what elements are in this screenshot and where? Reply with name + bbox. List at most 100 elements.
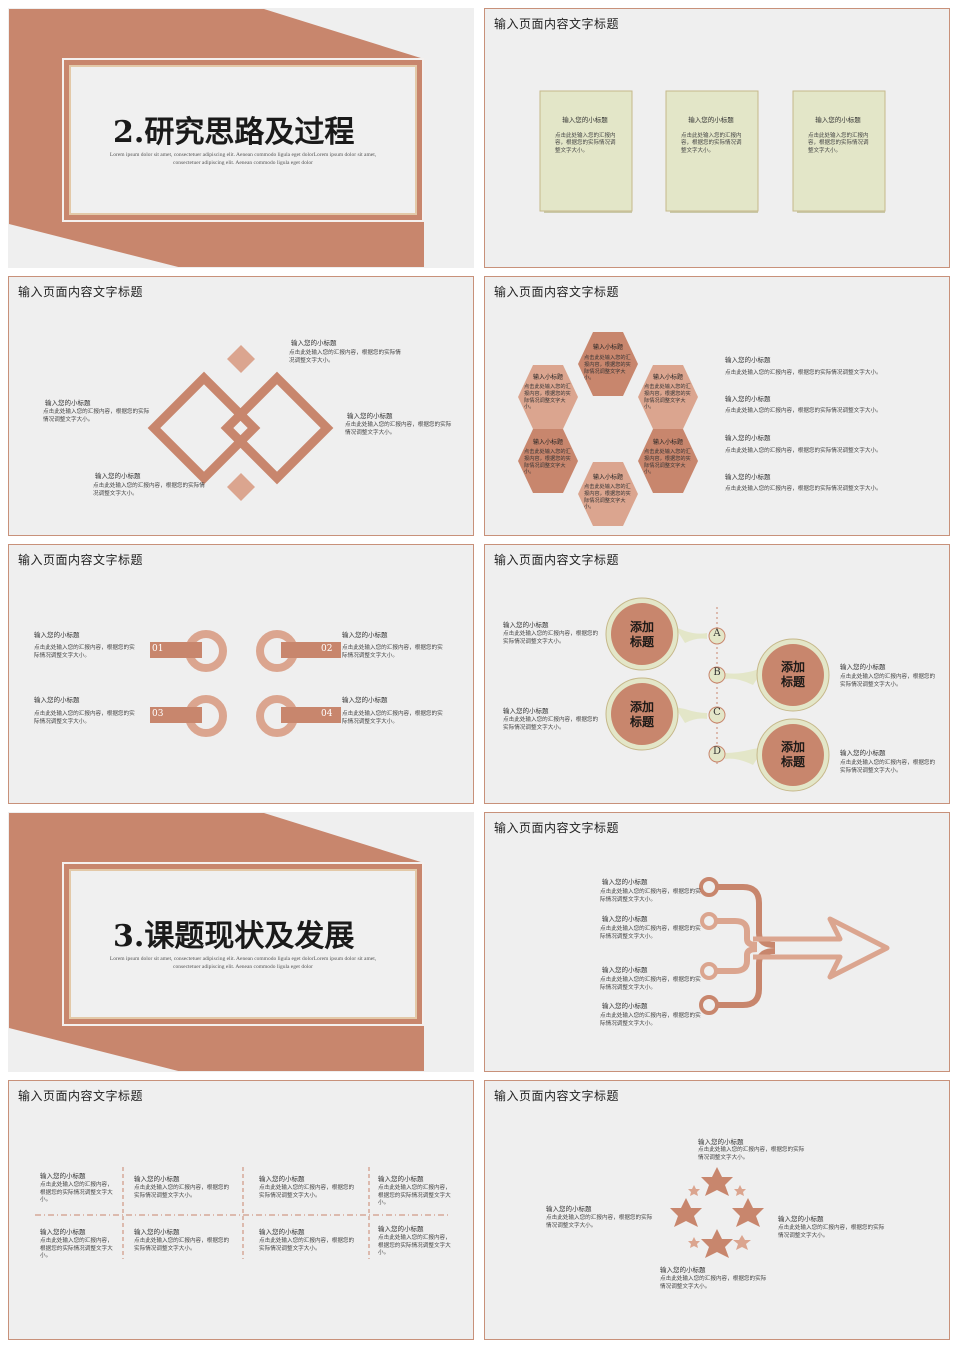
section-title-card — [69, 65, 417, 215]
arrow-sub-4: 输入您的小标题 — [602, 1002, 648, 1010]
card-3-body: 点击此处输入您的汇报内容，根据您的实际情况调整文字大小。 — [808, 133, 869, 154]
hex-list-body-1: 点击此处输入您的汇报内容，根据您的实际情况调整文字大小。 — [725, 370, 882, 376]
letter-body-3: 点击此处输入您的汇报内容，根据您的实际情况调整文字大小。 — [840, 674, 936, 688]
grid-body-2: 点击此处输入您的汇报内容，根据您的实际情况调整文字大小。 — [134, 1185, 230, 1199]
circle-c-label-2: 标题 — [629, 715, 654, 729]
star-body-bottom: 点击此处输入您的汇报内容，根据您的实际情况调整文字大小。 — [660, 1276, 767, 1290]
slide-section-3: 3.课题现状及发展 Lorem ipsum dolor sit amet, co… — [8, 812, 474, 1072]
grid-lines — [35, 1167, 449, 1259]
hex-list-body-4: 点击此处输入您的汇报内容，根据您的实际情况调整文字大小。 — [725, 486, 882, 492]
star-body-left: 点击此处输入您的汇报内容，根据您的实际情况调整文字大小。 — [546, 1215, 653, 1229]
diamond-body-1: 点击此处输入您的汇报内容，根据您的实际情况调整文字大小。 — [289, 350, 401, 364]
slide-diamonds: 输入页面内容文字标题 输入您的小标题 点击此处输入您的汇报内容，根据您的实际情况… — [8, 276, 474, 536]
star-sub-top: 输入您的小标题 — [698, 1138, 744, 1146]
diamond-body-2: 点击此处输入您的汇报内容，根据您的实际情况调整文字大小。 — [43, 409, 150, 423]
grid-sub-1: 输入您的小标题 — [40, 1172, 86, 1180]
ring-body-4: 点击此处输入您的汇报内容，根据您的实际情况调整文字大小。 — [342, 711, 443, 725]
circle-b-label-2: 标题 — [780, 675, 805, 689]
hex-list-sub-2: 输入您的小标题 — [725, 395, 771, 403]
letter-sub-4: 输入您的小标题 — [840, 749, 886, 757]
card-1-body: 点击此处输入您的汇报内容，根据您的实际情况调整文字大小。 — [555, 133, 616, 154]
card-3-title: 输入您的小标题 — [815, 116, 861, 124]
arrow-body-4: 点击此处输入您的汇报内容，根据您的实际情况调整文字大小。 — [600, 1013, 701, 1027]
slide-arrow: 输入页面内容文字标题 输入您的小标题 点击此处输入您的汇报内容，根据您的实际情况… — [484, 812, 950, 1072]
section-title: 3.课题现状及发展 — [113, 919, 355, 954]
tab-number-3: 03 — [152, 709, 164, 719]
grid-body-7: 点击此处输入您的汇报内容，根据您的实际情况调整文字大小。 — [259, 1238, 355, 1252]
arrow-sub-2: 输入您的小标题 — [602, 915, 648, 923]
slide-hexagons: 输入页面内容文字标题 输入小标题 点击此处输入您的汇报内容，根据您的实际情况调整… — [484, 276, 950, 536]
diamond-shapes — [147, 345, 334, 501]
grid-sub-5: 输入您的小标题 — [40, 1228, 86, 1236]
slide-title: 输入页面内容文字标题 — [494, 17, 620, 31]
hex-list-body-2: 点击此处输入您的汇报内容，根据您的实际情况调整文字大小。 — [725, 408, 882, 414]
hex-right-lower-title: 输入小标题 — [652, 439, 683, 446]
ring-body-2: 点击此处输入您的汇报内容，根据您的实际情况调整文字大小。 — [342, 645, 443, 659]
letter-c: C — [713, 707, 721, 718]
lettered-circle-shapes — [605, 597, 830, 792]
ring-body-1: 点击此处输入您的汇报内容，根据您的实际情况调整文字大小。 — [34, 645, 135, 659]
card-1-title: 输入您的小标题 — [562, 116, 608, 124]
letter-body-4: 点击此处输入您的汇报内容，根据您的实际情况调整文字大小。 — [840, 760, 936, 774]
letter-body-2: 点击此处输入您的汇报内容，根据您的实际情况调整文字大小。 — [503, 717, 599, 731]
star-sub-right: 输入您的小标题 — [778, 1215, 824, 1223]
hex-list-body-3: 点击此处输入您的汇报内容，根据您的实际情况调整文字大小。 — [725, 448, 882, 454]
hex-left-lower-title: 输入小标题 — [532, 439, 563, 446]
slide-title: 输入页面内容文字标题 — [494, 285, 620, 299]
diamond-sub-1: 输入您的小标题 — [291, 339, 337, 347]
arrow-sub-1: 输入您的小标题 — [602, 878, 648, 886]
tab-number-2: 02 — [321, 644, 333, 654]
tab-number-4: 04 — [321, 709, 333, 719]
ring-sub-2: 输入您的小标题 — [342, 631, 388, 639]
letter-sub-1: 输入您的小标题 — [503, 621, 549, 629]
hex-bottom-title: 输入小标题 — [592, 474, 623, 481]
slide-cards: 输入页面内容文字标题 输入您的小标题 点击此处输入您的汇报内容，根据您的实际情况… — [484, 8, 950, 268]
arrow-sub-3: 输入您的小标题 — [602, 966, 648, 974]
hex-right-upper-title: 输入小标题 — [652, 374, 683, 381]
section-lorem-line-1: Lorem ipsum dolor sit amet, consectetuer… — [109, 152, 377, 158]
star-sub-bottom: 输入您的小标题 — [660, 1266, 706, 1274]
grid-body-6: 点击此处输入您的汇报内容，根据您的实际情况调整文字大小。 — [134, 1238, 230, 1252]
grid-body-1: 点击此处输入您的汇报内容，根据您的实际情况调整文字大小。 — [40, 1182, 113, 1204]
star-body-top: 点击此处输入您的汇报内容，根据您的实际情况调整文字大小。 — [698, 1147, 805, 1161]
hex-right-upper-body: 点击此处输入您的汇报内容，根据您的实际情况调整文字大小。 — [644, 384, 691, 411]
hex-bottom-body: 点击此处输入您的汇报内容，根据您的实际情况调整文字大小。 — [584, 484, 631, 511]
slide-title: 输入页面内容文字标题 — [18, 553, 144, 567]
hex-left-upper-title: 输入小标题 — [532, 374, 563, 381]
arrow-body-1: 点击此处输入您的汇报内容，根据您的实际情况调整文字大小。 — [600, 889, 701, 903]
diamond-body-4: 点击此处输入您的汇报内容，根据您的实际情况调整文字大小。 — [93, 483, 205, 497]
star-shapes — [670, 1167, 764, 1258]
letter-body-1: 点击此处输入您的汇报内容，根据您的实际情况调整文字大小。 — [503, 631, 599, 645]
card-shapes — [539, 90, 886, 213]
grid-sub-6: 输入您的小标题 — [134, 1228, 180, 1236]
circle-a-label-1: 添加 — [629, 620, 654, 634]
tab-number-1: 01 — [152, 644, 164, 654]
card-2-body: 点击此处输入您的汇报内容，根据您的实际情况调整文字大小。 — [681, 133, 742, 154]
grid-sub-8: 输入您的小标题 — [378, 1225, 424, 1233]
circle-d-label-1: 添加 — [780, 740, 805, 754]
circle-c-label-1: 添加 — [629, 700, 654, 714]
letter-sub-2: 输入您的小标题 — [503, 707, 549, 715]
arrow-shapes — [699, 877, 890, 1015]
section-lorem-line-2: consectetuer adipiscing elit. Aenean com… — [173, 160, 313, 166]
circle-d-label-2: 标题 — [780, 755, 805, 769]
hex-list-sub-1: 输入您的小标题 — [725, 356, 771, 364]
hex-left-lower-body: 点击此处输入您的汇报内容，根据您的实际情况调整文字大小。 — [524, 449, 571, 476]
grid-body-4: 点击此处输入您的汇报内容，根据您的实际情况调整文字大小。 — [378, 1185, 451, 1207]
diamond-sub-4: 输入您的小标题 — [95, 472, 141, 480]
letter-b: B — [713, 667, 721, 678]
section-lorem-line-1: Lorem ipsum dolor sit amet, consectetuer… — [109, 956, 377, 962]
card-2-title: 输入您的小标题 — [688, 116, 734, 124]
circle-a-label-2: 标题 — [629, 635, 654, 649]
star-body-right: 点击此处输入您的汇报内容，根据您的实际情况调整文字大小。 — [778, 1225, 885, 1239]
slide-title: 输入页面内容文字标题 — [18, 285, 144, 299]
grid-sub-2: 输入您的小标题 — [134, 1175, 180, 1183]
slide-grid: 输入页面内容文字标题 输入您的小标题 点击此处输入您的汇报内容，根据您的实际情况… — [8, 1080, 474, 1340]
ring-shapes — [150, 630, 341, 737]
arrow-body-3: 点击此处输入您的汇报内容，根据您的实际情况调整文字大小。 — [600, 977, 701, 991]
slide-title: 输入页面内容文字标题 — [494, 821, 620, 835]
slide-title: 输入页面内容文字标题 — [494, 553, 620, 567]
letter-sub-3: 输入您的小标题 — [840, 663, 886, 671]
hex-left-upper-body: 点击此处输入您的汇报内容，根据您的实际情况调整文字大小。 — [524, 384, 571, 411]
hex-right-lower-body: 点击此处输入您的汇报内容，根据您的实际情况调整文字大小。 — [644, 449, 691, 476]
